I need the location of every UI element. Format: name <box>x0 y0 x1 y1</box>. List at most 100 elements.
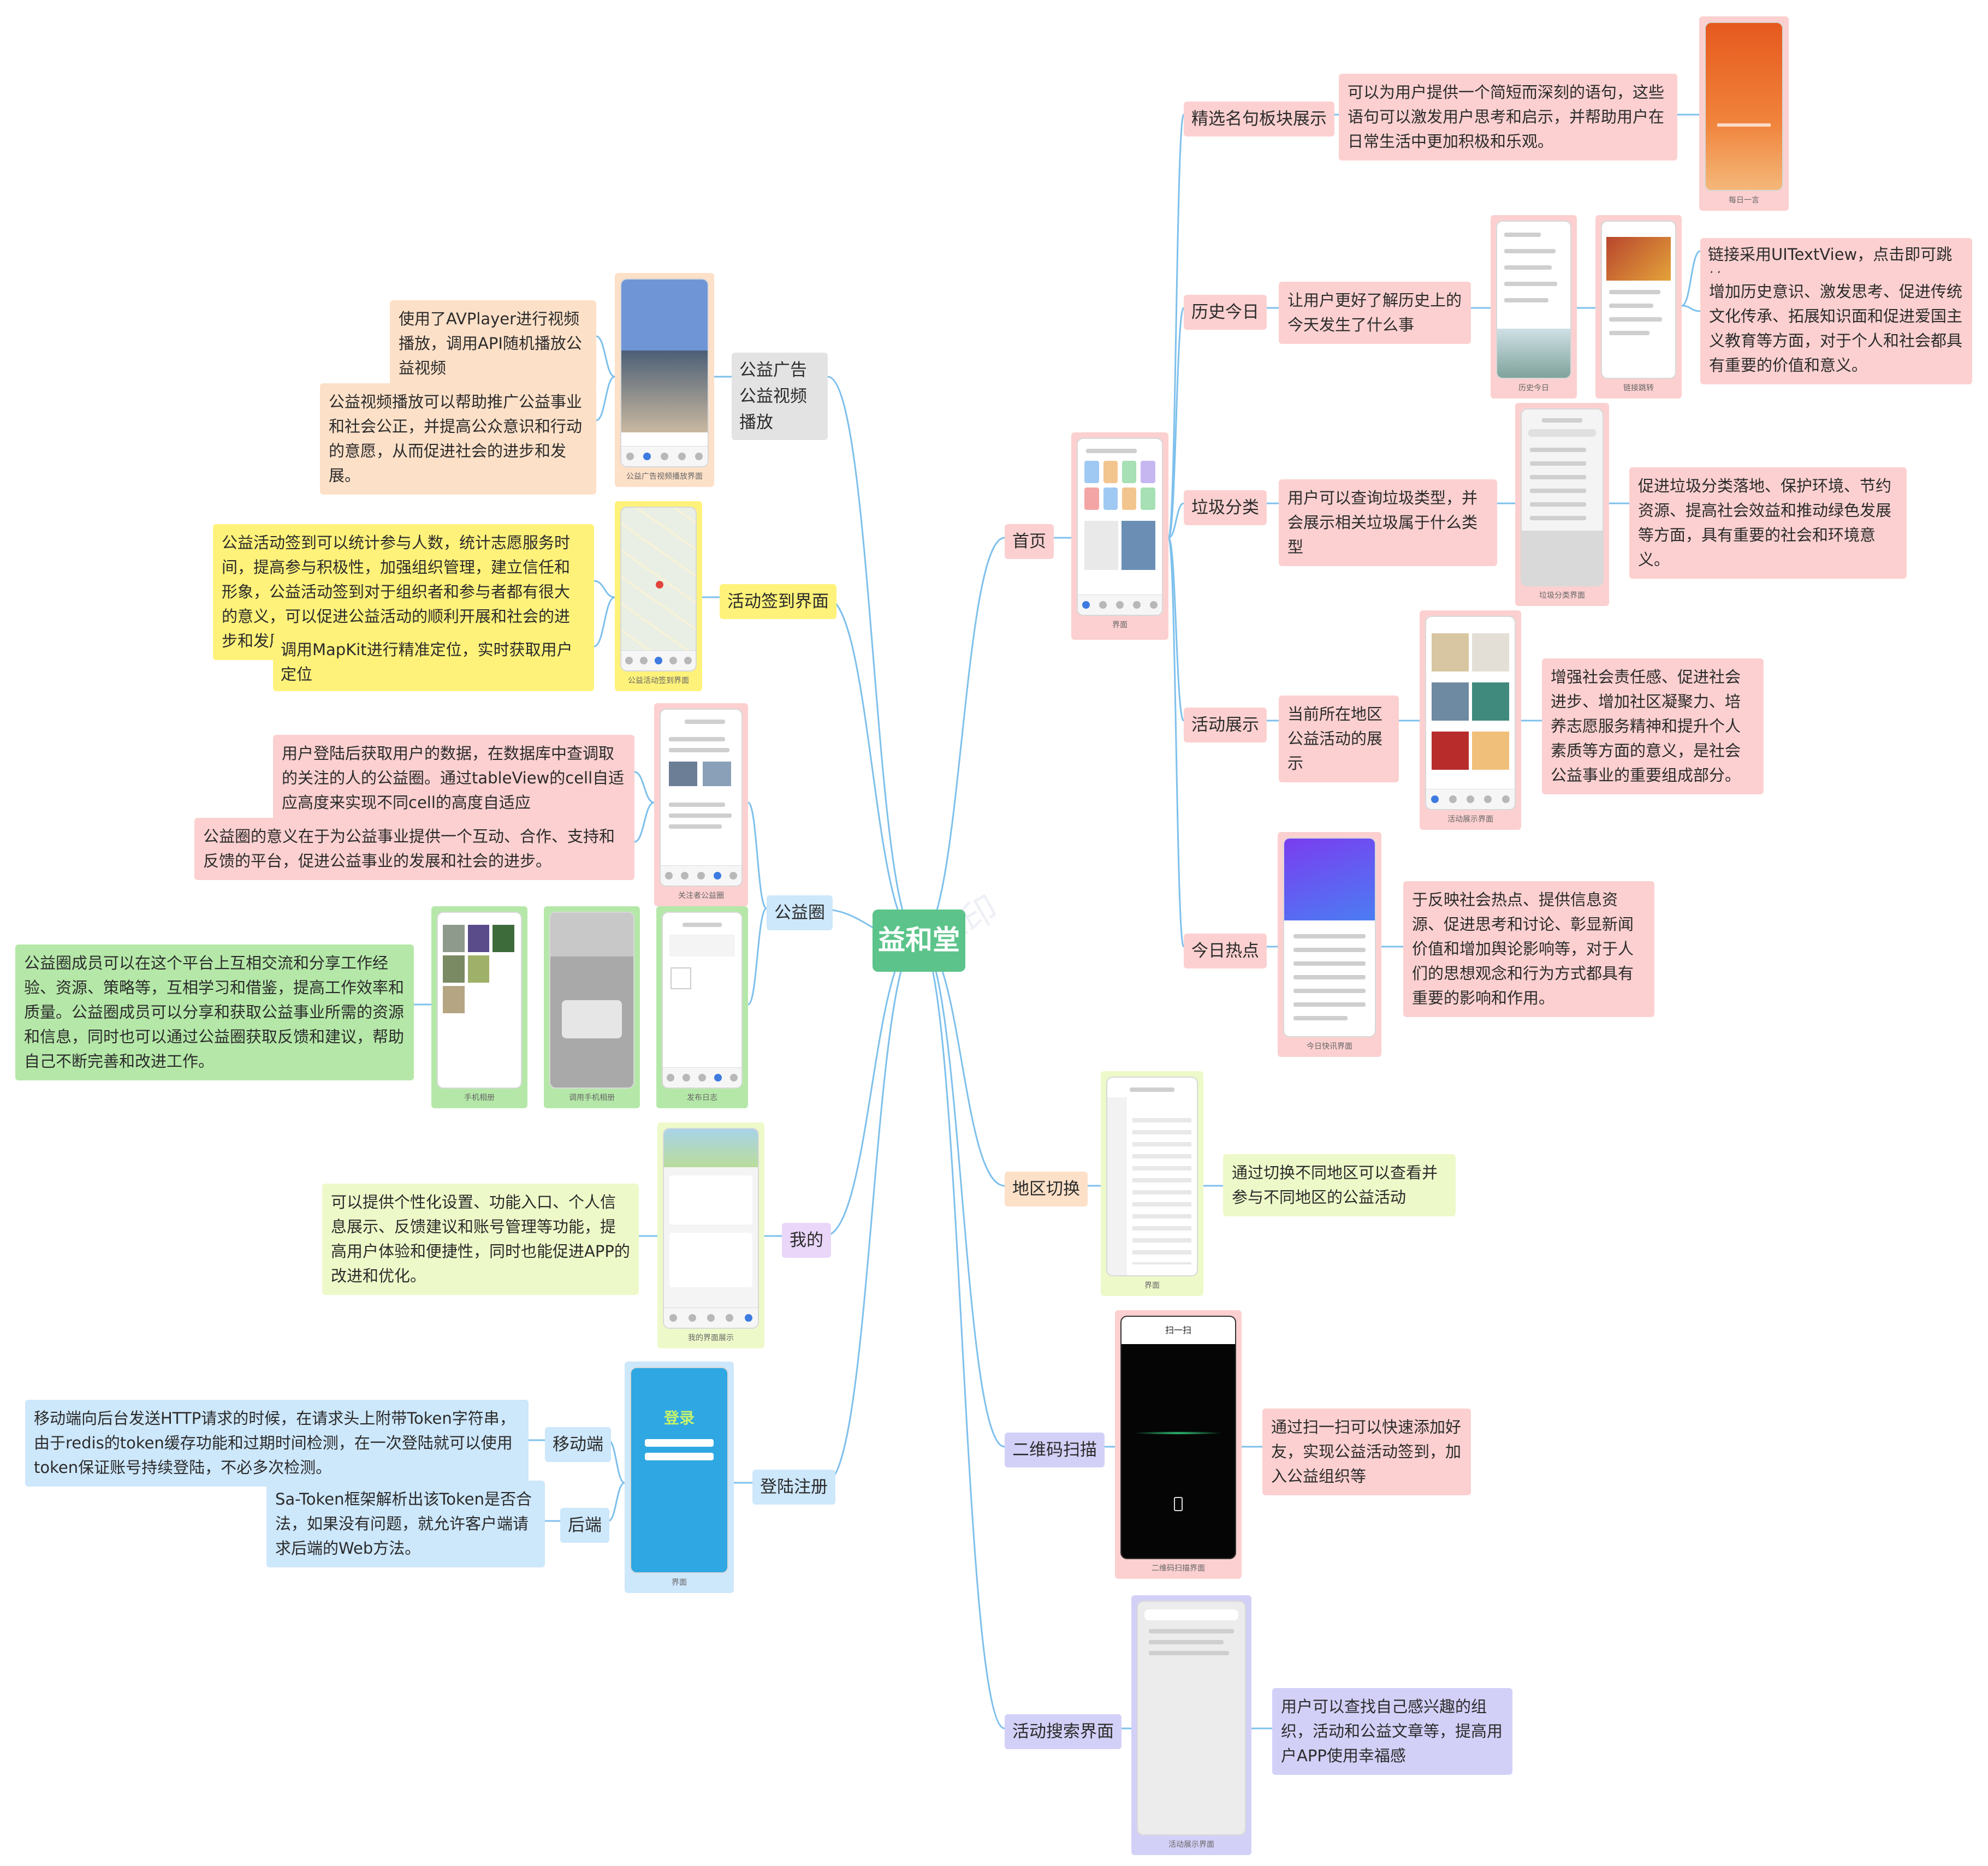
link-history-n2 <box>1681 305 1701 312</box>
link-circle-follow <box>747 801 767 910</box>
history-caption: 历史今日 <box>1518 384 1549 393</box>
history-note-value: 增加历史意识、激发思考、促进传统文化传承、拓展知识面和促进爱国主义教育等方面，对… <box>1700 273 1972 384</box>
activity-caption: 活动展示界面 <box>1447 815 1493 824</box>
login-mobile-label: 移动端 <box>545 1427 611 1463</box>
login-caption: 界面 <box>672 1578 687 1587</box>
hot-caption: 今日快讯界面 <box>1307 1042 1352 1051</box>
branch-region: 地区切换 <box>1005 1172 1088 1207</box>
link-hot <box>1167 537 1185 948</box>
login-mobile-desc: 移动端向后台发送HTTP请求的时候，在请求头上附带Token字符串，由于redi… <box>25 1400 529 1487</box>
home-screenshot: 界面 <box>1071 432 1168 640</box>
region-screenshot: 界面 <box>1101 1071 1203 1296</box>
hot-screenshot: 今日快讯界面 <box>1278 832 1381 1057</box>
qr-screenshot: 扫一扫 二维码扫描界面 <box>1115 1310 1242 1579</box>
link-checkin-n1 <box>594 580 615 598</box>
post-screenshot: 发布日志 <box>656 906 748 1108</box>
link-checkin-n2 <box>594 596 615 647</box>
home-trash-desc: 用户可以查询垃圾类型，并会展示相关垃圾属于什么类型 <box>1279 479 1497 566</box>
home-trash-title: 垃圾分类 <box>1184 490 1267 526</box>
quote-screenshot: 每日一言 <box>1699 16 1789 211</box>
link-login <box>825 938 919 1484</box>
circle-note-data: 用户登陆后获取用户的数据，在数据库中查调取的关注的人的公益圈。通过tableVi… <box>273 735 634 822</box>
ad-caption: 公益广告视频播放界面 <box>626 472 703 481</box>
branch-ad: 公益广告公益视频播放 <box>732 353 828 441</box>
call-album-screenshot: 调用手机相册 <box>544 906 640 1108</box>
link-mine <box>824 938 919 1237</box>
branch-checkin: 活动签到界面 <box>720 584 836 620</box>
link-history-n1 <box>1681 250 1701 307</box>
checkin-caption: 公益活动签到界面 <box>628 676 689 685</box>
link-circle-n2 <box>634 801 655 843</box>
home-activity-desc: 当前所在地区公益活动的展示 <box>1279 696 1399 782</box>
username-field[interactable] <box>644 1439 714 1447</box>
flashlight-icon[interactable] <box>1173 1497 1183 1511</box>
center-topic: 益和堂 <box>873 910 965 972</box>
mine-screenshot: 我的界面展示 <box>657 1122 764 1348</box>
hot-note: 于反映社会热点、提供信息资源、促进思考和讨论、彰显新闻价值和增加舆论影响等，对于… <box>1403 881 1654 1017</box>
ad-screenshot: 公益广告视频播放界面 <box>615 273 714 487</box>
trash-screenshot: 垃圾分类界面 <box>1515 403 1609 606</box>
qr-caption: 二维码扫描界面 <box>1152 1564 1205 1573</box>
password-field[interactable] <box>644 1453 714 1460</box>
ad-note-avplayer: 使用了AVPlayer进行视频播放，调用API随机播放公益视频 <box>390 300 596 387</box>
checkin-note-mapkit: 调用MapKit进行精准定位，实时获取用户定位 <box>273 633 594 691</box>
link-screenshot: 链接跳转 <box>1595 215 1682 399</box>
home-quote-title: 精选名句板块展示 <box>1184 102 1334 137</box>
home-activity-title: 活动展示 <box>1184 708 1267 743</box>
history-screenshot: 历史今日 <box>1491 215 1577 399</box>
link-home <box>918 537 1005 940</box>
trash-caption: 垃圾分类界面 <box>1539 591 1585 600</box>
link-quote <box>1167 114 1185 539</box>
link-circle-n1 <box>634 771 655 804</box>
checkin-screenshot: 公益活动签到界面 <box>615 501 702 691</box>
link-qr <box>918 938 1005 1448</box>
activity-note: 增强社会责任感、促进社会进步、增加社区凝聚力、培养志愿服务精神和提升个人素质等方… <box>1542 658 1764 794</box>
link-ad <box>827 376 919 940</box>
call-album-caption: 调用手机相册 <box>569 1094 615 1102</box>
circle-note-members: 公益圈成员可以在这个平台上互相交流和分享工作经验、资源、策略等，互相学习和借鉴，… <box>15 944 414 1080</box>
search-screenshot: 活动展示界面 <box>1131 1595 1251 1855</box>
location-pin-icon <box>655 581 663 589</box>
link-search <box>918 938 1005 1730</box>
mine-desc: 可以提供个性化设置、功能入口、个人信息展示、反馈建议和账号管理等功能，提高用户体… <box>322 1184 639 1295</box>
login-screenshot: 登录 界面 <box>625 1362 734 1593</box>
search-desc: 用户可以查找自己感兴趣的组织，活动和公益文章等，提高用户APP使用幸福感 <box>1272 1688 1512 1775</box>
link-region <box>918 938 1005 1187</box>
region-desc: 通过切换不同地区可以查看并参与不同地区的公益活动 <box>1223 1154 1456 1216</box>
link-trash <box>1168 502 1184 539</box>
qr-desc: 通过扫一扫可以快速添加好友，实现公益活动签到，加入公益组织等 <box>1262 1409 1471 1495</box>
circle-note-meaning: 公益圈的意义在于为公益事业提供一个互动、合作、支持和反馈的平台，促进公益事业的发… <box>194 818 634 880</box>
home-caption: 界面 <box>1112 621 1127 629</box>
mine-caption: 我的界面展示 <box>688 1334 734 1342</box>
link-history <box>1167 307 1185 539</box>
login-backend-label: 后端 <box>560 1508 609 1543</box>
link-caption: 链接跳转 <box>1623 384 1654 393</box>
circle-follow-caption: 关注者公益圈 <box>678 892 724 900</box>
branch-qr: 二维码扫描 <box>1005 1433 1105 1468</box>
branch-mine: 我的 <box>782 1223 831 1258</box>
qr-screen-title: 扫一扫 <box>1121 1317 1235 1344</box>
link-circle-row <box>747 907 767 1006</box>
quote-caption: 每日一言 <box>1729 196 1759 205</box>
home-hot-title: 今日热点 <box>1184 934 1267 969</box>
ad-note-meaning: 公益视频播放可以帮助推广公益事业和社会公正，并提高公众意识和行动的意愿，从而促进… <box>320 383 596 495</box>
home-quote-desc: 可以为用户提供一个简短而深刻的语句，这些语句可以激发用户思考和启示，并帮助用户在… <box>1339 74 1677 161</box>
branch-circle: 公益圈 <box>767 895 833 931</box>
trash-note: 促进垃圾分类落地、保护环境、节约资源、提高社会效益和推动绿色发展等方面，具有重要… <box>1629 467 1907 579</box>
home-history-title: 历史今日 <box>1184 295 1267 330</box>
login-backend-desc: Sa-Token框架解析出该Token是否合法，如果没有问题，就允许客户端请求后… <box>266 1481 545 1567</box>
post-caption: 发布日志 <box>687 1094 717 1102</box>
search-caption: 活动展示界面 <box>1168 1840 1214 1849</box>
branch-home: 首页 <box>1005 524 1054 560</box>
link-login-backend <box>608 1482 625 1522</box>
branch-search: 活动搜索界面 <box>1005 1714 1121 1750</box>
album-screenshot: 手机相册 <box>431 906 527 1108</box>
link-ad-n1 <box>596 335 615 378</box>
link-ad-n2 <box>596 376 615 421</box>
branch-login: 登陆注册 <box>752 1470 835 1505</box>
album-caption: 手机相册 <box>464 1094 495 1102</box>
circle-follow-screenshot: 关注者公益圈 <box>654 703 748 906</box>
login-screen-title: 登录 <box>663 1409 695 1427</box>
